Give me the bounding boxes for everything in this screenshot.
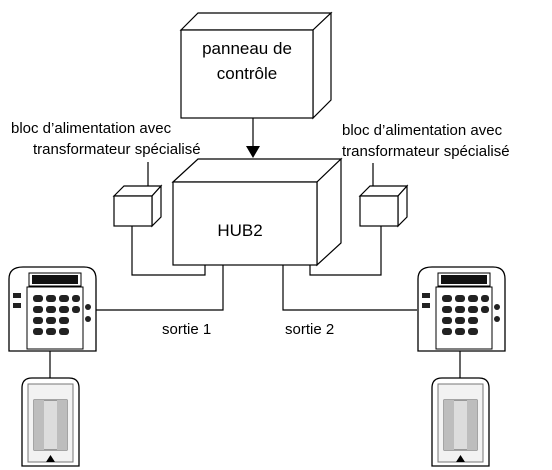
wire-output-1 (96, 265, 224, 311)
hub-label: HUB2 (217, 221, 262, 240)
psu-left-box (112, 184, 163, 228)
keypad-left-icon (8, 266, 97, 352)
output-1-label: sortie 1 (162, 321, 211, 338)
output-2-label: sortie 2 (285, 321, 334, 338)
psu-right-label-line1: bloc d’alimentation avec (342, 122, 503, 139)
control-panel-to-hub-arrow (246, 118, 260, 158)
psu-right-label-line2: transformateur spécialisé (342, 143, 510, 160)
psu-left-label-line1: bloc d’alimentation avec (11, 120, 172, 137)
psu-right-box (358, 184, 409, 228)
psu-left-label-line2: transformateur spécialisé (33, 141, 201, 158)
motion-sensor-right-icon (431, 377, 490, 467)
control-panel-box (179, 11, 333, 120)
wire-psu-right-to-hub (309, 226, 382, 276)
hub-box (171, 157, 343, 267)
control-panel-label-line2: contrôle (217, 64, 277, 83)
keypad-right-icon (417, 266, 506, 352)
wire-output-2 (282, 265, 417, 311)
control-panel-label-line1: panneau de (202, 39, 292, 58)
wire-psu-left-to-hub (131, 226, 206, 276)
motion-sensor-left-icon (21, 377, 80, 467)
